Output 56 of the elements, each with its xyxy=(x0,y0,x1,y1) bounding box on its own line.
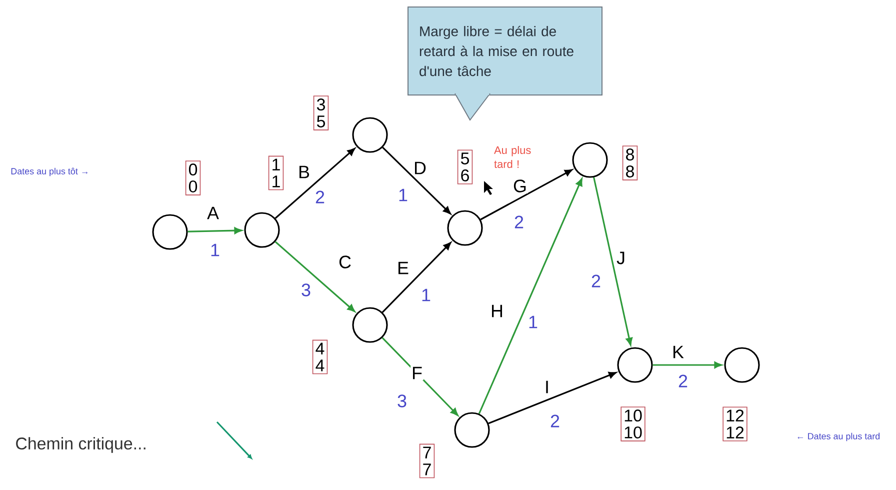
edge-label: J xyxy=(616,250,626,266)
arrow xyxy=(480,169,572,220)
duration-label: 2 xyxy=(314,190,326,204)
event-circle xyxy=(447,210,483,246)
arrow xyxy=(478,178,582,414)
event-circle xyxy=(724,347,760,383)
date-box: 1 1 xyxy=(268,156,284,190)
callout-box: Marge libre = délai de retard à la mise en route d'une tâche xyxy=(408,6,602,121)
edge-label: E xyxy=(396,260,410,276)
date-box: 8 8 xyxy=(622,146,638,180)
arrow xyxy=(593,177,633,346)
edge-label: A xyxy=(206,206,220,220)
duration-label: 2 xyxy=(513,214,525,230)
date-box: 7 7 xyxy=(419,444,435,478)
duration-label: 3 xyxy=(300,282,312,298)
event-circle xyxy=(617,347,653,383)
edge-label: H xyxy=(490,304,504,318)
event-circle xyxy=(572,142,608,178)
event-circle xyxy=(244,212,280,248)
duration-label: 2 xyxy=(677,374,689,388)
duration-label: 1 xyxy=(420,288,432,302)
arrow xyxy=(382,337,458,416)
duration-label: 2 xyxy=(549,414,561,428)
event-circle xyxy=(454,412,490,448)
duration-label: 1 xyxy=(209,242,221,258)
note-text: Au plus tard ! xyxy=(494,146,531,168)
edge-label: K xyxy=(671,344,685,360)
date-box: 3 5 xyxy=(313,96,329,130)
duration-label: 1 xyxy=(527,314,539,330)
date-box: 12 12 xyxy=(722,406,748,442)
event-circle xyxy=(152,214,188,250)
duration-label: 2 xyxy=(590,274,602,288)
arrow xyxy=(652,362,722,368)
legend-text: Chemin critique... xyxy=(16,437,146,453)
note-text: Dates au plus tôt → xyxy=(11,168,88,176)
arrow xyxy=(274,148,356,219)
edge-label: F xyxy=(410,366,424,380)
date-box: 0 0 xyxy=(185,160,201,196)
duration-label: 3 xyxy=(396,394,408,408)
arrow xyxy=(188,227,242,234)
edge-label: D xyxy=(412,160,428,176)
edge-label: C xyxy=(338,254,352,270)
arrow xyxy=(382,146,451,214)
event-circle xyxy=(352,307,388,343)
edge-label: I xyxy=(544,380,550,394)
date-box: 4 4 xyxy=(312,340,328,374)
note-text: ← Dates au plus tard xyxy=(798,432,880,442)
arrow xyxy=(382,242,452,313)
event-circle xyxy=(352,117,388,153)
date-box: 5 6 xyxy=(457,150,473,184)
edge-label: G xyxy=(512,178,528,194)
duration-label: 1 xyxy=(397,188,409,202)
date-box: 10 10 xyxy=(620,406,646,442)
edge-label: B xyxy=(297,164,311,180)
arrow xyxy=(274,241,356,312)
arrow xyxy=(488,372,616,424)
